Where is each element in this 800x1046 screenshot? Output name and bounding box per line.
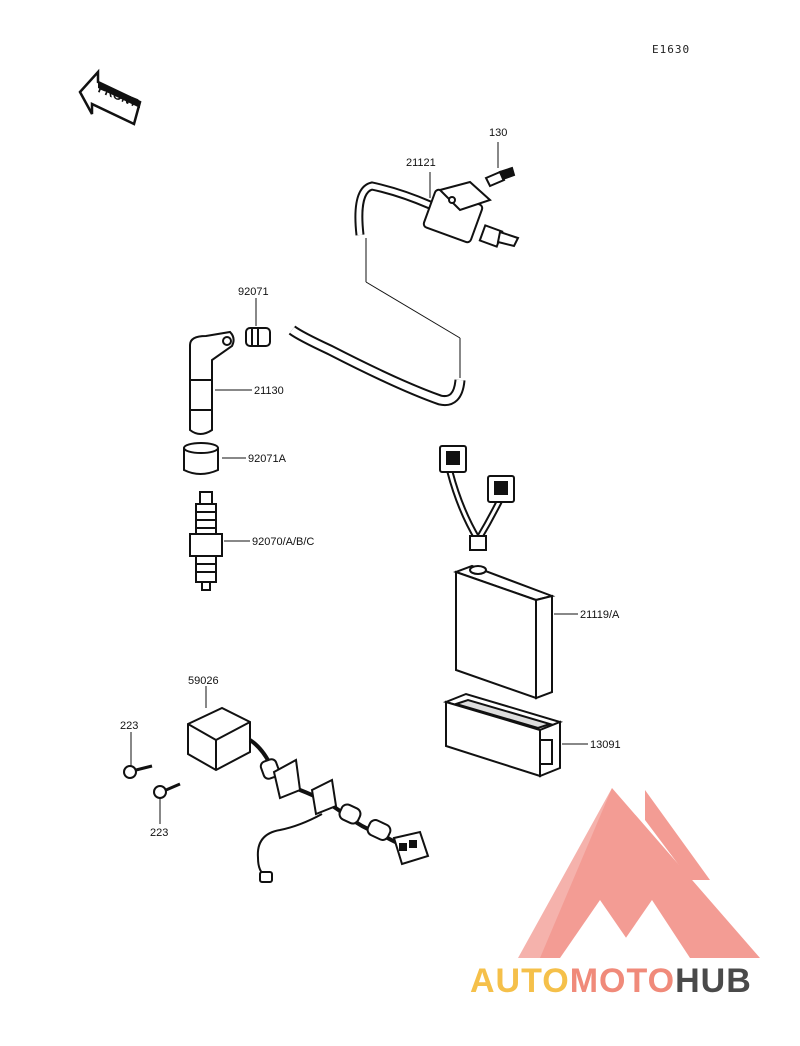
part-label-223-lower: 223 bbox=[150, 827, 168, 839]
igniter-unit bbox=[439, 445, 556, 700]
watermark-moto: MOTO bbox=[569, 962, 676, 1000]
part-label-92070: 92070/A/B/C bbox=[252, 536, 314, 548]
part-label-59026: 59026 bbox=[188, 675, 219, 687]
high-tension-lead bbox=[288, 238, 466, 407]
screw-223-upper bbox=[123, 764, 153, 779]
part-label-13091: 13091 bbox=[590, 739, 621, 751]
watermark-text: AUTOMOTOHUB bbox=[470, 962, 800, 1002]
part-label-92071: 92071 bbox=[238, 286, 269, 298]
part-label-92071a: 92071A bbox=[248, 453, 287, 465]
ring-92071a bbox=[183, 442, 219, 475]
spark-plug bbox=[189, 491, 223, 591]
part-label-21130: 21130 bbox=[254, 385, 284, 397]
bolt-130 bbox=[484, 166, 516, 188]
front-arrow-icon: FRONT bbox=[78, 68, 142, 126]
watermark-hub: HUB bbox=[675, 962, 752, 1000]
part-label-21121: 21121 bbox=[406, 157, 436, 169]
ignition-coil bbox=[354, 180, 520, 248]
holder-13091 bbox=[442, 692, 564, 778]
part-label-223-upper: 223 bbox=[120, 720, 138, 732]
regulator-59026 bbox=[187, 706, 430, 883]
watermark-logo-icon bbox=[518, 788, 760, 958]
part-label-21119: 21119/A bbox=[580, 609, 620, 621]
screw-223-lower bbox=[153, 782, 181, 799]
cap-92071 bbox=[245, 327, 271, 347]
diagram-code: E1630 bbox=[652, 43, 690, 56]
watermark-auto: AUTO bbox=[470, 962, 570, 1000]
plug-cap-21130 bbox=[189, 330, 235, 435]
part-label-130: 130 bbox=[489, 127, 507, 139]
